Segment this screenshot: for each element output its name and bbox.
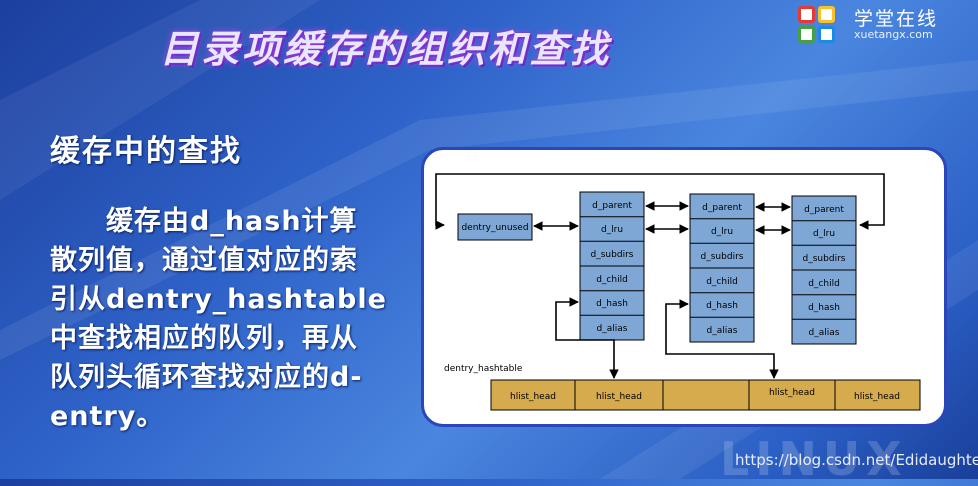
field-d-subdirs: d_subdirs — [701, 252, 744, 262]
field-d-lru: d_lru — [711, 227, 733, 237]
dentry-node: d_parent d_lru d_subdirs d_child d_hash … — [791, 195, 857, 345]
field-d-subdirs: d_subdirs — [803, 254, 846, 264]
dentry-unused-box — [457, 213, 533, 241]
logo-square-red — [798, 6, 815, 23]
field-d-hash: d_hash — [596, 299, 628, 309]
hashtable-cell — [748, 379, 836, 411]
field-d-hash: d_hash — [808, 303, 840, 313]
field-d-lru: d_lru — [601, 225, 623, 235]
dentry-cache-diagram: dentry_unused d_parent d_lru d_subdirs d… — [435, 173, 921, 411]
field-d-lru: d_lru — [813, 229, 835, 239]
dentry-node: d_parent d_lru d_subdirs d_child d_hash … — [579, 191, 645, 341]
linux-watermark: LINUX — [720, 432, 908, 486]
field-d-child: d_child — [596, 275, 628, 285]
hashtable-cell — [834, 379, 921, 411]
slide-title: 目录项缓存的组织和查找 — [160, 27, 612, 71]
diagram-panel: dentry_unused d_parent d_lru d_subdirs d… — [421, 147, 947, 427]
logo-square-yellow — [818, 6, 835, 23]
hashtable-cell — [662, 379, 750, 411]
hash-link — [665, 299, 779, 379]
hashtable-label: dentry_hashtable — [444, 364, 523, 374]
logo-name: 学堂在线 — [854, 8, 939, 30]
field-d-alias: d_alias — [597, 324, 628, 334]
lru-loop-line — [435, 173, 885, 230]
paragraph-line: entry。 — [50, 401, 165, 432]
field-d-parent: d_parent — [804, 205, 844, 215]
hashtable-cell-label: hlist_head — [510, 392, 556, 402]
field-d-hash: d_hash — [706, 301, 738, 311]
hashtable-cell — [490, 379, 576, 411]
description-paragraph: 缓存由d_hash计算 散列值，通过值对应的索 引从dentry_hashtab… — [50, 202, 410, 436]
field-d-alias: d_alias — [707, 326, 738, 336]
slide-subtitle: 缓存中的查找 — [50, 134, 242, 169]
logo-square-green — [798, 26, 815, 43]
xuetangx-logo: 学堂在线 xuetangx.com — [796, 2, 971, 48]
paragraph-line: 队列头循环查找对应的d- — [50, 362, 363, 393]
hashtable-cell — [574, 379, 664, 411]
hashtable-cell-label: hlist_head — [854, 392, 900, 402]
csdn-watermark: https://blog.csdn.net/Edidaughter — [735, 451, 978, 469]
paragraph-line: 中查找相应的队列，再从 — [50, 323, 358, 354]
field-d-parent: d_parent — [702, 203, 742, 213]
logo-square-blue — [818, 26, 835, 43]
field-d-parent: d_parent — [592, 201, 632, 211]
hashtable-cell-label: hlist_head — [596, 392, 642, 402]
dentry-node: d_parent d_lru d_subdirs d_child d_hash … — [689, 193, 755, 343]
hashtable-cell-label: hlist_head — [769, 388, 815, 398]
dentry-hashtable: hlist_head hlist_head hlist_head hlist_h… — [490, 379, 921, 411]
field-d-subdirs: d_subdirs — [591, 250, 634, 260]
paragraph-line: 引从dentry_hashtable — [50, 284, 387, 315]
paragraph-line: 缓存由d_hash计算 — [50, 206, 358, 237]
hash-link — [555, 297, 619, 379]
field-d-child: d_child — [808, 279, 840, 289]
paragraph-line: 散列值，通过值对应的索 — [50, 245, 358, 276]
dentry-unused-label: dentry_unused — [461, 223, 528, 233]
logo-url: xuetangx.com — [854, 28, 933, 41]
field-d-alias: d_alias — [809, 328, 840, 338]
field-d-child: d_child — [706, 277, 738, 287]
